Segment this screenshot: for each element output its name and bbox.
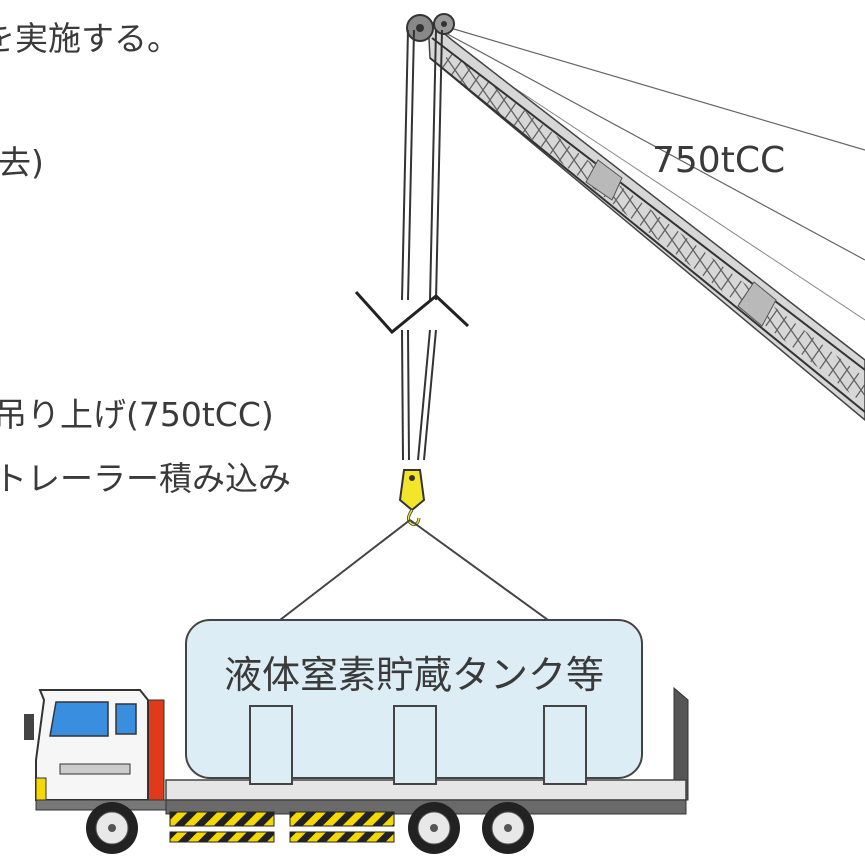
slide-text-line-2: 去) (0, 143, 44, 182)
crane-boom (427, 18, 865, 421)
slide-text-line-3: 吊り上げ(750tCC) (0, 395, 274, 434)
tank-label: 液体窒素貯蔵タンク等 (224, 653, 604, 697)
truck-cab (24, 689, 167, 811)
slide-text-line-4: トレーラー積み込み (0, 459, 291, 498)
truck-wheels (86, 802, 534, 854)
tank: 液体窒素貯蔵タンク等 (185, 619, 643, 785)
slide-text-line-1: を実施する。 (0, 19, 180, 58)
crane-hook (398, 469, 426, 526)
break-symbol (354, 290, 470, 335)
hoist-ropes (401, 29, 443, 461)
boom-sheave (406, 13, 455, 42)
crane-label: 750tCC (652, 140, 785, 181)
slings (279, 519, 549, 621)
